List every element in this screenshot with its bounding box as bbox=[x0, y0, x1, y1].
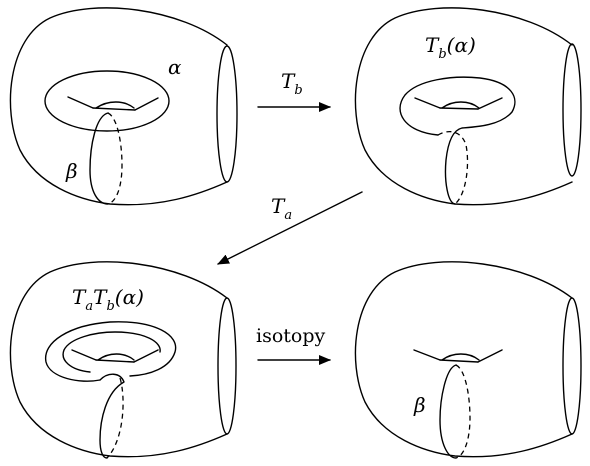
surface-outline bbox=[9, 261, 228, 458]
boundary-ellipse bbox=[217, 297, 237, 435]
svg-text:Ta: Ta bbox=[271, 194, 292, 223]
tb-alpha-label: Tb(α) bbox=[425, 33, 476, 62]
boundary-ellipse bbox=[562, 43, 582, 177]
handle-hole bbox=[71, 349, 159, 363]
curve-beta bbox=[89, 112, 123, 205]
boundary-ellipse bbox=[562, 297, 582, 435]
curve-ta-tb-alpha-outer bbox=[45, 321, 177, 382]
arrow-tb: Tb bbox=[257, 69, 331, 112]
ta-tb-alpha-label: TaTb(α) bbox=[72, 285, 144, 314]
handle-hole bbox=[413, 349, 503, 363]
arrow-isotopy: isotopy bbox=[256, 325, 331, 365]
arrow-ta: Ta bbox=[217, 191, 363, 265]
curve-tb-alpha-hidden bbox=[437, 131, 469, 205]
curve-ta-tb-alpha-inner bbox=[62, 331, 161, 373]
curve-tb-alpha bbox=[399, 76, 516, 205]
panel-original-surface: α β bbox=[9, 7, 238, 206]
svg-text:Tb: Tb bbox=[281, 69, 303, 98]
handle-hole bbox=[67, 96, 159, 111]
boundary-ellipse bbox=[216, 45, 238, 183]
isotopy-label: isotopy bbox=[256, 325, 326, 347]
handle-hole bbox=[414, 97, 503, 110]
beta-label: β bbox=[65, 159, 78, 183]
curve-beta bbox=[439, 364, 471, 459]
panel-isotopic-beta: β bbox=[354, 261, 582, 459]
panel-tb-alpha: Tb(α) bbox=[354, 7, 582, 206]
surface-outline bbox=[354, 261, 573, 458]
curve-alpha bbox=[44, 70, 170, 132]
curve-ta-tb-alpha-hidden bbox=[106, 377, 124, 459]
surface-outline bbox=[9, 7, 228, 206]
panel-ta-tb-alpha: TaTb(α) bbox=[9, 261, 237, 459]
curve-ta-tb-alpha-tail bbox=[99, 373, 125, 459]
beta-label: β bbox=[413, 393, 426, 417]
alpha-label: α bbox=[168, 55, 182, 79]
surface-outline bbox=[354, 7, 573, 206]
